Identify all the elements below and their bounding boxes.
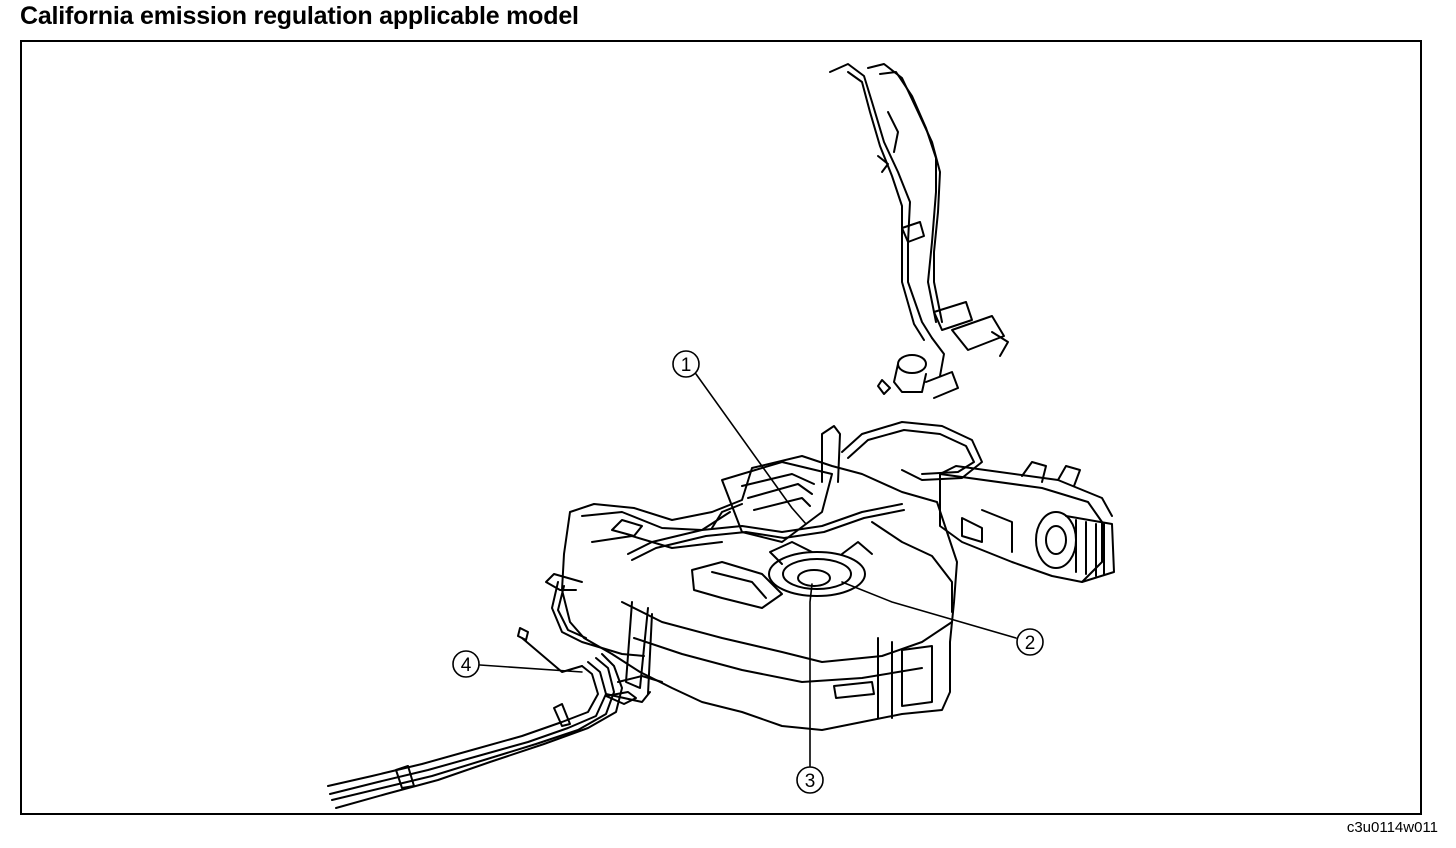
diagram-frame: 1 2 3 4	[20, 40, 1422, 815]
filler-neck	[829, 63, 1009, 357]
figure-code: c3u0114w011	[1346, 819, 1438, 836]
page-title: California emission regulation applicabl…	[20, 2, 579, 30]
fuel-lines	[327, 627, 663, 809]
fuel-system-illustration: 1 2 3 4	[327, 63, 1115, 809]
callout-label-3: 3	[805, 771, 816, 792]
fuel-tank	[561, 455, 958, 731]
callout-4: 4	[452, 650, 583, 678]
charcoal-canister	[939, 461, 1115, 583]
check-valve	[877, 337, 959, 399]
evap-hoses	[627, 421, 983, 613]
fuel-pump-ring	[768, 541, 873, 597]
vent-line	[545, 573, 645, 657]
callout-label-4: 4	[461, 655, 472, 676]
callout-label-2: 2	[1025, 633, 1036, 654]
callout-2: 2	[841, 581, 1044, 656]
callout-1: 1	[672, 350, 807, 525]
callout-3: 3	[796, 583, 824, 794]
callout-label-1: 1	[681, 355, 692, 376]
